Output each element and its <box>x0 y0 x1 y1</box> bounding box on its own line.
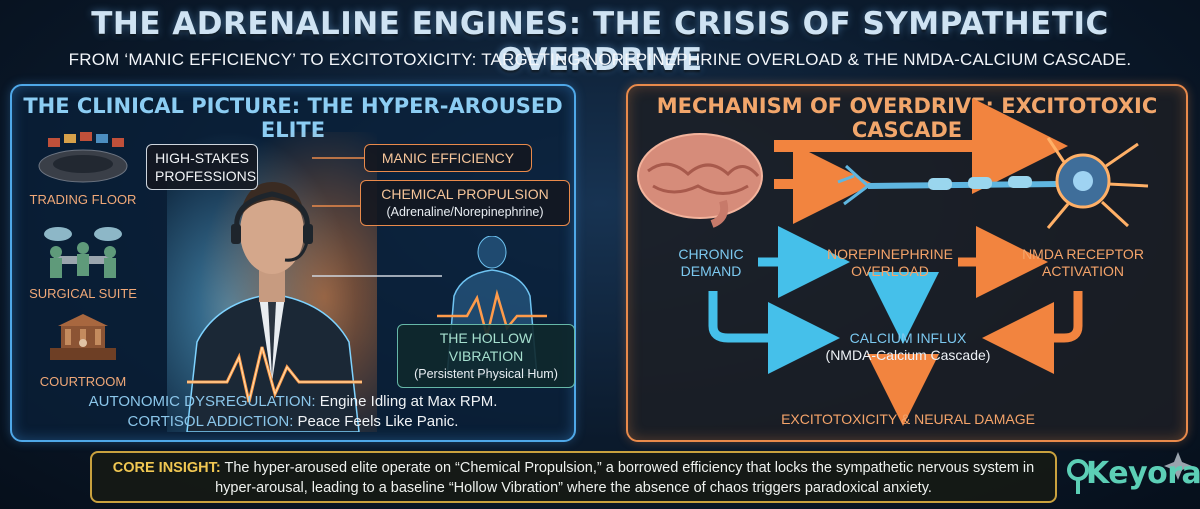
core-insight-key: CORE INSIGHT: <box>112 460 221 476</box>
left-panel-title: THE CLINICAL PICTURE: THE HYPER-AROUSED … <box>23 94 563 142</box>
core-insight-box: CORE INSIGHT: The hyper-aroused elite op… <box>90 451 1057 503</box>
core-insight-text: The hyper-aroused elite operate on “Chem… <box>215 460 1035 496</box>
calcium-influx-sub: (NMDA-Calcium Cascade) <box>825 347 991 363</box>
manic-efficiency-tag: MANIC EFFICIENCY <box>364 144 532 172</box>
surgical-suite-icon <box>28 222 138 282</box>
footer-key: AUTONOMIC DYSREGULATION: <box>88 393 316 410</box>
brand-name: Keyora <box>1086 456 1200 491</box>
chemical-propulsion-sub: (Adrenaline/Norepinephrine) <box>386 205 544 219</box>
trading-floor-icon <box>28 128 138 188</box>
hollow-vibration-sub: (Persistent Physical Hum) <box>414 367 558 381</box>
node-chronic-demand: CHRONIC DEMAND <box>678 246 744 279</box>
brain-icon <box>637 133 763 228</box>
setting-label: TRADING FLOOR <box>29 192 137 207</box>
logo-mark-icon <box>1067 452 1192 494</box>
callout-lines <box>312 157 442 277</box>
footer-value: Engine Idling at Max RPM. <box>319 393 498 410</box>
mechanism-panel: MECHANISM OF OVERDRIVE: EXCITOTOXIC CASC… <box>626 84 1188 442</box>
chemical-propulsion-tag: CHEMICAL PROPULSION (Adrenaline/Norepine… <box>360 180 570 226</box>
footer-line-1: AUTONOMIC DYSREGULATION: Engine Idling a… <box>12 393 574 410</box>
high-stakes-label: HIGH-STAKES PROFESSIONS <box>155 150 257 184</box>
footer-key: CORTISOL ADDICTION: <box>127 413 294 430</box>
node-calcium-influx: CALCIUM INFLUX (NMDA-Calcium Cascade) <box>808 330 1008 364</box>
brand-logo: Keyora <box>1064 448 1200 504</box>
hollow-vibration-label: THE HOLLOW VIBRATION <box>439 330 533 364</box>
courtroom-icon <box>28 310 138 370</box>
footer-line-2: CORTISOL ADDICTION: Peace Feels Like Pan… <box>12 413 574 430</box>
setting-trading-floor: TRADING FLOOR <box>28 128 138 207</box>
page-title: THE ADRENALINE ENGINES: THE CRISIS OF SY… <box>91 6 1109 78</box>
node-norepinephrine-overload: NOREPINEPHRINE OVERLOAD <box>826 246 954 279</box>
mechanism-diagram <box>637 98 1149 426</box>
hollow-vibration-tag: THE HOLLOW VIBRATION (Persistent Physica… <box>397 324 575 388</box>
setting-label: COURTROOM <box>39 374 127 389</box>
footer-value: Peace Feels Like Panic. <box>297 413 459 430</box>
node-excitotoxicity: EXCITOTOXICITY & NEURAL DAMAGE <box>781 411 1035 427</box>
chemical-propulsion-label: CHEMICAL PROPULSION <box>381 186 549 202</box>
setting-courtroom: COURTROOM <box>28 310 138 389</box>
calcium-influx-label: CALCIUM INFLUX <box>849 330 967 346</box>
setting-label: SURGICAL SUITE <box>29 286 137 301</box>
clinical-picture-panel: THE CLINICAL PICTURE: THE HYPER-AROUSED … <box>10 84 576 442</box>
page-subtitle: FROM ‘MANIC EFFICIENCY’ TO EXCITOTOXICIT… <box>68 50 1132 69</box>
high-stakes-tag: HIGH-STAKES PROFESSIONS <box>146 144 258 190</box>
professional-figure <box>167 132 377 433</box>
node-nmda-activation: NMDA RECEPTOR ACTIVATION <box>1022 246 1144 279</box>
neuron-icon <box>837 137 1149 229</box>
right-panel-title: MECHANISM OF OVERDRIVE: EXCITOTOXIC CASC… <box>656 94 1158 142</box>
setting-surgical-suite: SURGICAL SUITE <box>28 222 138 301</box>
manic-efficiency-label: MANIC EFFICIENCY <box>381 150 515 166</box>
